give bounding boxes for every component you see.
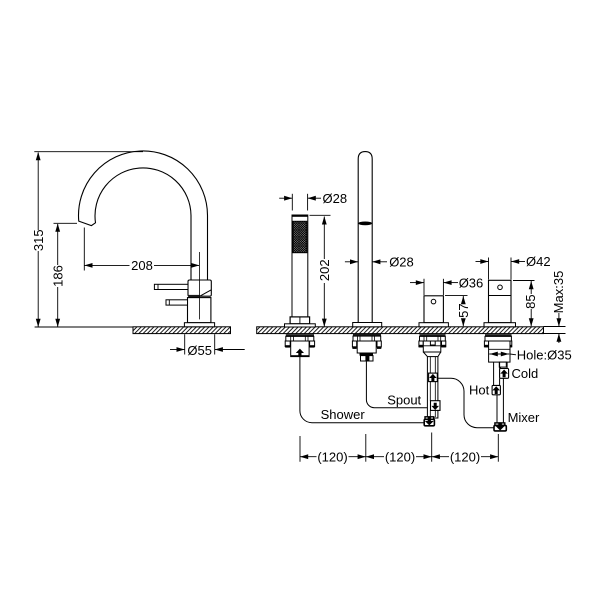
svg-text:Max:35: Max:35 bbox=[551, 271, 566, 314]
svg-text:Spout: Spout bbox=[387, 392, 421, 407]
svg-text:Ø55: Ø55 bbox=[187, 343, 212, 358]
svg-text:(120): (120) bbox=[450, 449, 480, 464]
svg-text:Cold: Cold bbox=[512, 366, 539, 381]
svg-text:Ø28: Ø28 bbox=[389, 255, 414, 270]
svg-text:315: 315 bbox=[31, 229, 46, 251]
svg-text:208: 208 bbox=[131, 258, 153, 273]
svg-text:Hole:Ø35: Hole:Ø35 bbox=[517, 347, 572, 362]
svg-text:(120): (120) bbox=[317, 449, 347, 464]
svg-text:Ø36: Ø36 bbox=[459, 275, 484, 290]
svg-text:(120): (120) bbox=[385, 449, 415, 464]
svg-text:Hot: Hot bbox=[469, 382, 490, 397]
svg-text:Shower: Shower bbox=[321, 407, 366, 422]
svg-text:186: 186 bbox=[50, 265, 65, 287]
svg-text:202: 202 bbox=[317, 259, 332, 281]
svg-text:Ø42: Ø42 bbox=[526, 254, 551, 269]
svg-text:85: 85 bbox=[523, 294, 538, 308]
svg-text:Ø28: Ø28 bbox=[323, 191, 348, 206]
svg-text:57: 57 bbox=[456, 303, 471, 317]
svg-text:Mixer: Mixer bbox=[508, 410, 540, 425]
